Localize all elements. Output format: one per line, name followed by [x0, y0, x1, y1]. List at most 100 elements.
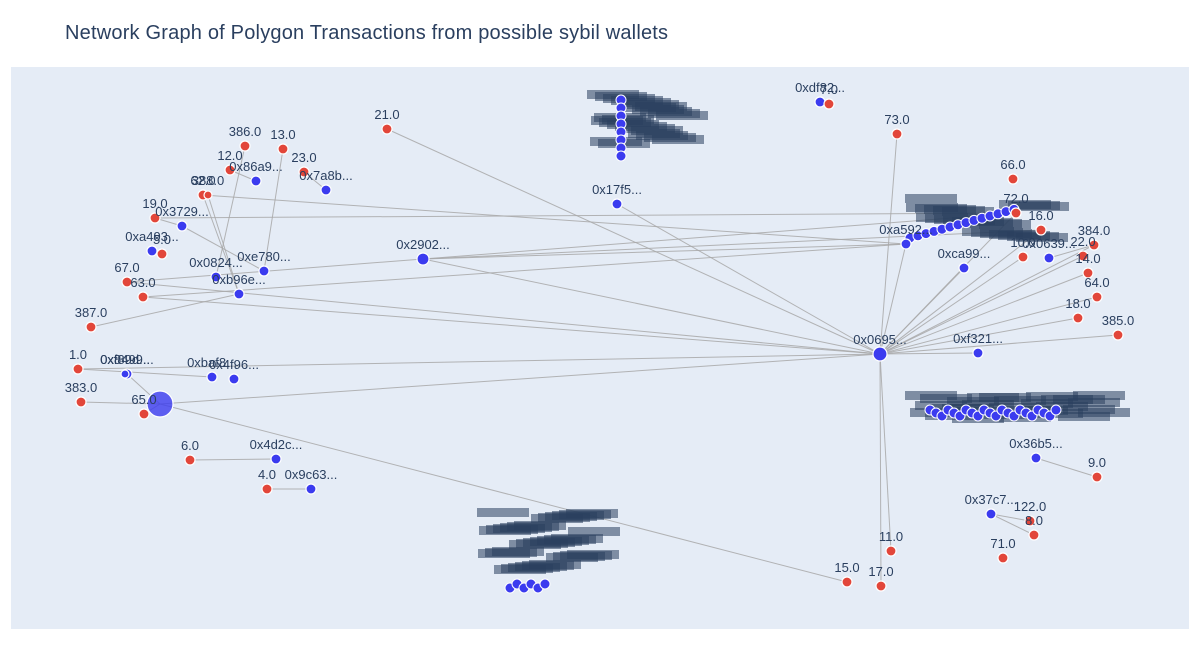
node-label: 7.0 [820, 82, 838, 97]
wallet-node[interactable] [972, 347, 984, 359]
wallet-node[interactable] [305, 483, 317, 495]
value-node[interactable] [138, 408, 150, 420]
node-label: 0xca99... [938, 246, 991, 261]
node-layer [72, 96, 1124, 592]
wallet-node[interactable] [872, 346, 888, 362]
cluster-label-smear [494, 565, 546, 574]
wallet-node[interactable] [258, 265, 270, 277]
cluster-bottom [477, 508, 620, 594]
graph-edge [879, 334, 1119, 355]
wallet-node[interactable] [210, 271, 222, 283]
cluster-label-smear [635, 102, 687, 111]
value-node[interactable] [1028, 529, 1040, 541]
value-node[interactable] [224, 164, 236, 176]
value-node[interactable] [1072, 312, 1084, 324]
value-node[interactable] [72, 363, 84, 375]
node-label: 66.0 [1000, 157, 1025, 172]
value-node[interactable] [875, 580, 887, 592]
cluster-label-smear [967, 393, 1019, 402]
wallet-node[interactable] [814, 96, 826, 108]
value-node[interactable] [1017, 251, 1029, 263]
cluster-label-smear [1073, 391, 1125, 400]
value-node[interactable] [1091, 471, 1103, 483]
value-node[interactable] [381, 123, 393, 135]
node-label: 0x3729... [155, 204, 209, 219]
wallet-node[interactable] [146, 245, 158, 257]
wallet-node[interactable] [233, 288, 245, 300]
graph-edge [126, 258, 424, 283]
wallet-node[interactable] [1043, 252, 1055, 264]
cluster-label-smear [999, 200, 1051, 209]
node-label: 0xf89d... [100, 352, 150, 367]
value-node[interactable] [997, 552, 1009, 564]
cluster-right-lower [905, 391, 1130, 423]
value-node[interactable] [75, 396, 87, 408]
wallet-node[interactable] [270, 453, 282, 465]
value-node[interactable] [1024, 515, 1036, 527]
value-node[interactable] [1010, 207, 1022, 219]
value-node[interactable] [1077, 250, 1089, 262]
graph-edge [879, 352, 979, 355]
graph-edge [879, 133, 898, 355]
wallet-node[interactable] [611, 198, 623, 210]
node-label: 19.0 [142, 196, 167, 211]
node-label: 65.0 [131, 392, 156, 407]
wallet-node[interactable] [1030, 452, 1042, 464]
node-label: 0xe780... [237, 249, 291, 264]
graph-edge [616, 203, 881, 355]
node-label: 0xa493... [125, 229, 179, 244]
value-node[interactable] [1082, 267, 1094, 279]
wallet-node[interactable] [120, 369, 130, 379]
node-label: 71.0 [990, 536, 1015, 551]
value-node[interactable] [841, 576, 853, 588]
cluster-label-smear [1036, 402, 1088, 411]
value-node[interactable] [1007, 173, 1019, 185]
wallet-node[interactable] [146, 390, 174, 418]
value-node[interactable] [1112, 329, 1124, 341]
wallet-node[interactable] [320, 184, 332, 196]
value-node[interactable] [239, 140, 251, 152]
value-node[interactable] [156, 248, 168, 260]
value-node[interactable] [891, 128, 903, 140]
value-node[interactable] [137, 291, 149, 303]
wallet-node[interactable] [900, 238, 912, 250]
graph-edge [879, 317, 1079, 355]
node-label: 0x17f5... [592, 182, 642, 197]
value-node[interactable] [149, 212, 161, 224]
node-label: 8.0 [1025, 513, 1043, 528]
wallet-node[interactable] [416, 252, 430, 266]
value-node[interactable] [184, 454, 196, 466]
value-node[interactable] [1091, 291, 1103, 303]
value-node[interactable] [261, 483, 273, 495]
node-label: 23.0 [291, 150, 316, 165]
graph-edge [1035, 457, 1098, 478]
node-label: 16.0 [1028, 208, 1053, 223]
cluster-label-smear [1078, 408, 1130, 417]
value-node[interactable] [85, 321, 97, 333]
wallet-node[interactable] [206, 371, 218, 383]
graph-edge [77, 353, 881, 370]
value-node[interactable] [1088, 239, 1100, 251]
value-node[interactable] [121, 276, 133, 288]
node-label: 4.0 [258, 467, 276, 482]
value-node[interactable] [823, 98, 835, 110]
wallet-node[interactable] [985, 508, 997, 520]
value-node[interactable] [885, 545, 897, 557]
value-node[interactable] [203, 190, 213, 200]
cluster-label-smear [531, 514, 583, 523]
wallet-node[interactable] [250, 175, 262, 187]
wallet-node[interactable] [176, 220, 188, 232]
node-label: 0x7a8b... [299, 168, 353, 183]
wallet-node[interactable] [958, 262, 970, 274]
wallet-node[interactable] [228, 373, 240, 385]
value-node[interactable] [277, 143, 289, 155]
value-node[interactable] [1035, 224, 1047, 236]
cluster-label-smear [920, 394, 972, 403]
cluster-label-smear [994, 396, 1046, 405]
value-node[interactable] [298, 166, 310, 178]
node-label: 0x0824... [189, 255, 243, 270]
cluster-label-smear [916, 213, 968, 222]
graph-edge [1048, 244, 1095, 259]
